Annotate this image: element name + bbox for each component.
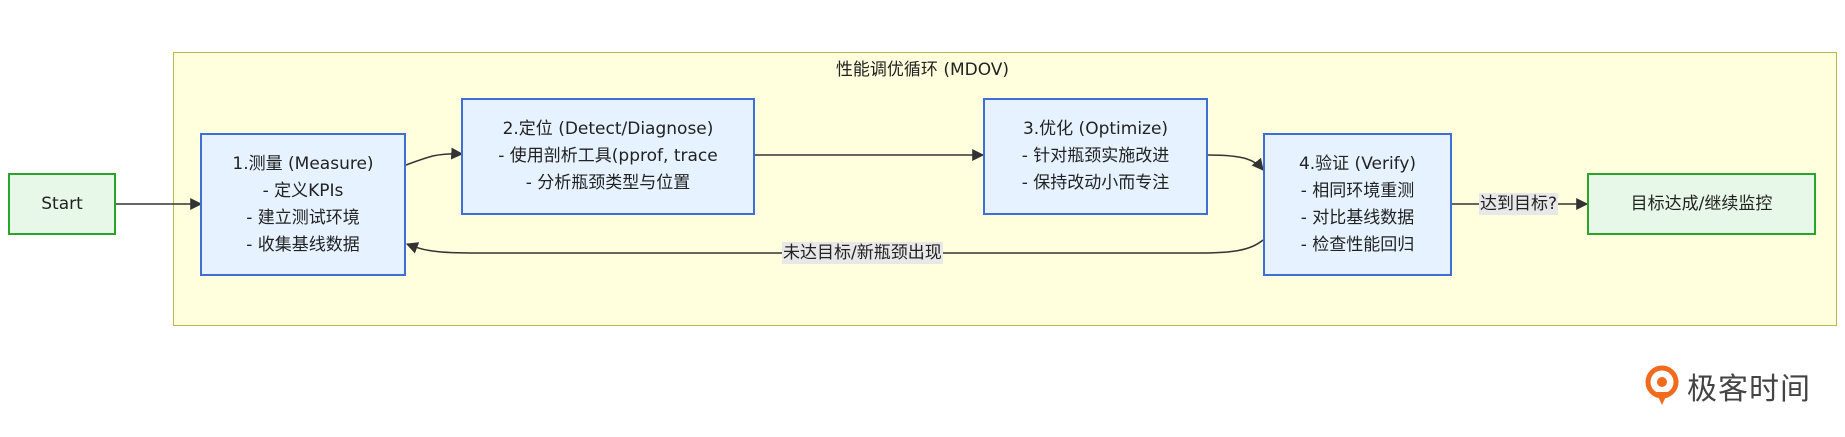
geektime-logo-icon	[1645, 365, 1679, 405]
start-label: Start	[41, 193, 83, 214]
measure-item: - 建立测试环境	[246, 207, 360, 228]
measure-item: - 定义KPIs	[262, 180, 344, 201]
brand-logo-text: 极客时间	[1687, 372, 1811, 407]
measure-item: - 收集基线数据	[246, 234, 360, 255]
optimize-item: - 针对瓶颈实施改进	[1021, 146, 1170, 166]
verify-item: - 检查性能回归	[1300, 234, 1415, 255]
edge-optimize-to-verify	[1207, 154, 1264, 171]
done-label: 目标达成/继续监控	[1630, 193, 1773, 214]
measure-node: 1.测量 (Measure) - 定义KPIs - 建立测试环境 - 收集基线数…	[200, 133, 406, 276]
optimize-item: - 保持改动小而专注	[1021, 173, 1170, 193]
brand-logo: 极客时间	[1643, 364, 1811, 408]
verify-item: - 相同环境重测	[1300, 180, 1415, 201]
verify-node: 4.验证 (Verify) - 相同环境重测 - 对比基线数据 - 检查性能回归	[1263, 133, 1452, 276]
start-node: Start	[8, 173, 116, 235]
verify-title: 4.验证 (Verify)	[1298, 153, 1417, 174]
measure-title: 1.测量 (Measure)	[232, 153, 374, 174]
optimize-title: 3.优化 (Optimize)	[1022, 119, 1169, 139]
detect-item: - 分析瓶颈类型与位置	[525, 173, 691, 193]
detect-title: 2.定位 (Detect/Diagnose)	[502, 119, 714, 139]
cluster-title: 性能调优循环 (MDOV)	[835, 60, 1010, 80]
detect-item: - 使用剖析工具(pprof, trace	[498, 146, 718, 166]
edge-label-reached: 达到目标?	[1479, 193, 1559, 215]
verify-item: - 对比基线数据	[1300, 207, 1415, 228]
detect-node: 2.定位 (Detect/Diagnose) - 使用剖析工具(pprof, t…	[461, 98, 755, 215]
optimize-node: 3.优化 (Optimize) - 针对瓶颈实施改进 - 保持改动小而专注	[983, 98, 1208, 215]
edge-measure-to-detect	[405, 147, 464, 166]
done-node: 目标达成/继续监控	[1587, 173, 1816, 235]
edge-label-not-reached: 未达目标/新瓶颈出现	[782, 242, 943, 264]
